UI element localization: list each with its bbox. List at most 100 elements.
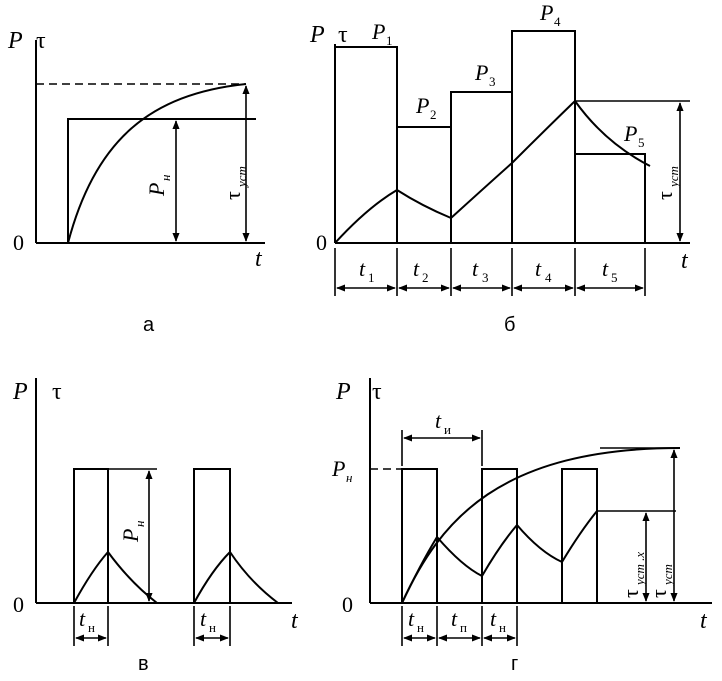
y-label-tau: τ [338, 22, 348, 48]
y-label-tau: τ [36, 28, 46, 54]
x-label-t: t [291, 608, 299, 634]
pulse-3 [561, 468, 598, 603]
pulse-2 [193, 468, 231, 603]
temperature-cycle-1 [73, 550, 158, 604]
label-p5: P 5 [623, 121, 645, 150]
panel-a: P τ 0 t P н τ уст а [7, 28, 265, 336]
intermittent-temperature-curve [401, 510, 598, 604]
caption-v: в [138, 653, 149, 675]
svg-text:5: 5 [611, 270, 618, 285]
y-label-tau: τ [52, 379, 62, 405]
svg-text:н: н [158, 175, 173, 181]
svg-text:t: t [413, 256, 420, 281]
svg-text:н: н [88, 620, 95, 635]
temperature-curve [334, 99, 651, 244]
svg-text:P: P [415, 93, 429, 118]
origin-label: 0 [342, 592, 353, 617]
tau-steady-label: τ уст [646, 564, 675, 598]
y-label-p: P [7, 28, 23, 54]
origin-label: 0 [316, 230, 327, 255]
tau-steady-x-label: τ уст .х [618, 552, 647, 598]
svg-text:t: t [200, 606, 207, 631]
y-label-p: P [12, 379, 28, 405]
power-staircase [335, 30, 646, 243]
svg-text:1: 1 [368, 270, 375, 285]
svg-text:t: t [602, 256, 609, 281]
temperature-rise-curve [67, 83, 247, 244]
interval-label-tn-2: t н [490, 606, 506, 635]
origin-label: 0 [13, 592, 24, 617]
x-label-t: t [700, 608, 708, 634]
svg-text:t: t [435, 408, 442, 433]
power-step [67, 118, 256, 243]
svg-text:τ: τ [618, 589, 643, 598]
p-nominal-label: P н [118, 521, 147, 543]
svg-text:2: 2 [422, 270, 429, 285]
svg-text:3: 3 [489, 74, 496, 89]
caption-b: б [504, 314, 515, 336]
svg-text:P: P [371, 19, 385, 44]
x-label-t: t [255, 246, 263, 272]
y-label-p: P [335, 379, 351, 405]
svg-text:уст: уст [234, 166, 249, 189]
svg-text:P: P [144, 183, 169, 197]
svg-text:τ: τ [646, 589, 671, 598]
temperature-cycle-2 [193, 550, 279, 604]
label-p4: P 4 [539, 0, 561, 29]
svg-text:н: н [417, 620, 424, 635]
svg-text:τ: τ [652, 191, 677, 200]
pulse-2 [481, 468, 518, 603]
p-nominal-label: P н [144, 175, 173, 197]
svg-text:t: t [408, 606, 415, 631]
svg-text:н: н [132, 521, 147, 527]
tau-steady-label: τ уст [220, 166, 249, 200]
svg-text:t: t [359, 256, 366, 281]
pn-axis-label: P н [331, 456, 352, 485]
caption-g: г [511, 653, 518, 675]
y-label-p: P [309, 22, 325, 48]
svg-text:4: 4 [545, 270, 552, 285]
svg-text:t: t [490, 606, 497, 631]
panel-g: P τ 0 t P н t и t н t п t н τ уст .х τ [331, 378, 712, 675]
label-p1: P 1 [371, 19, 393, 48]
y-label-tau: τ [372, 379, 382, 405]
svg-text:и: и [444, 422, 451, 437]
svg-text:н: н [499, 620, 506, 635]
svg-text:t: t [535, 256, 542, 281]
svg-text:t: t [451, 606, 458, 631]
svg-text:P: P [539, 0, 553, 25]
svg-text:уст: уст [660, 564, 675, 587]
interval-label-tn-2: t н [200, 606, 216, 635]
svg-text:уст: уст [666, 166, 681, 189]
label-p3: P 3 [474, 60, 496, 89]
interval-label-tn-1: t н [408, 606, 424, 635]
svg-text:2: 2 [430, 107, 437, 122]
svg-text:t: t [79, 606, 86, 631]
x-label-t: t [681, 248, 689, 274]
cycle-label: t и [435, 408, 451, 437]
svg-text:τ: τ [220, 191, 245, 200]
svg-text:t: t [472, 256, 479, 281]
interval-label-t3: t 3 [472, 256, 489, 285]
tau-steady-label: τ уст [652, 166, 681, 200]
svg-text:5: 5 [638, 135, 645, 150]
svg-text:3: 3 [482, 270, 489, 285]
svg-text:P: P [623, 121, 637, 146]
interval-label-t5: t 5 [602, 256, 618, 285]
svg-text:P: P [474, 60, 488, 85]
interval-label-t1: t 1 [359, 256, 375, 285]
label-p2: P 2 [415, 93, 437, 122]
svg-text:уст .х: уст .х [632, 552, 647, 587]
interval-label-tp: t п [451, 606, 467, 635]
interval-label-t2: t 2 [413, 256, 429, 285]
svg-text:п: п [460, 620, 467, 635]
svg-text:P: P [331, 456, 345, 481]
panel-v: P τ 0 t P н t н t н в [12, 378, 299, 675]
panel-b: P τ 0 t P 1 P 2 P 3 P 4 P 5 t 1 t 2 [309, 0, 690, 336]
svg-text:н: н [209, 620, 216, 635]
caption-a: а [143, 314, 155, 336]
svg-text:4: 4 [554, 14, 561, 29]
origin-label: 0 [13, 230, 24, 255]
interval-label-tn-1: t н [79, 606, 95, 635]
